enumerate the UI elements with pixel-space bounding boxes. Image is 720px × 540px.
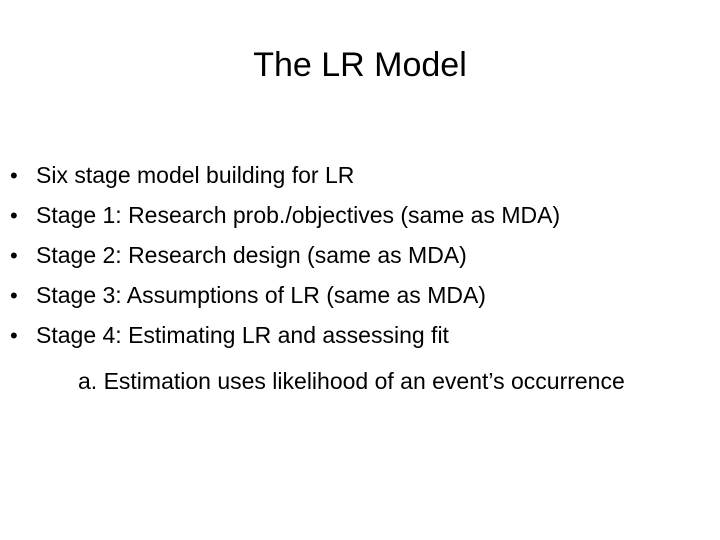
bullet-dot-icon: •: [10, 323, 18, 348]
bullet-dot-icon: •: [10, 163, 18, 188]
sub-list-item-label: a. Estimation uses likelihood of an even…: [78, 368, 625, 394]
list-item: • Stage 4: Estimating LR and assessing f…: [0, 320, 720, 360]
bullet-dot-icon: •: [10, 203, 18, 228]
list-item-label: Stage 1: Research prob./objectives (same…: [36, 202, 561, 228]
list-item-label: Stage 4: Estimating LR and assessing fit: [36, 322, 449, 348]
list-item-label: Stage 2: Research design (same as MDA): [36, 242, 467, 268]
list-item: • Stage 2: Research design (same as MDA): [0, 240, 720, 280]
bullet-dot-icon: •: [10, 243, 18, 268]
list-item-label: Stage 3: Assumptions of LR (same as MDA): [36, 282, 486, 308]
list-item-label: Six stage model building for LR: [36, 162, 355, 188]
page-title: The LR Model: [253, 46, 467, 84]
list-item: • Stage 3: Assumptions of LR (same as MD…: [0, 280, 720, 320]
list-item: • Six stage model building for LR: [0, 160, 720, 200]
slide-body: • Six stage model building for LR • Stag…: [0, 160, 720, 401]
list-item: • Stage 1: Research prob./objectives (sa…: [0, 200, 720, 240]
bullet-dot-icon: •: [10, 283, 18, 308]
sub-list-item: a. Estimation uses likelihood of an even…: [0, 362, 720, 401]
